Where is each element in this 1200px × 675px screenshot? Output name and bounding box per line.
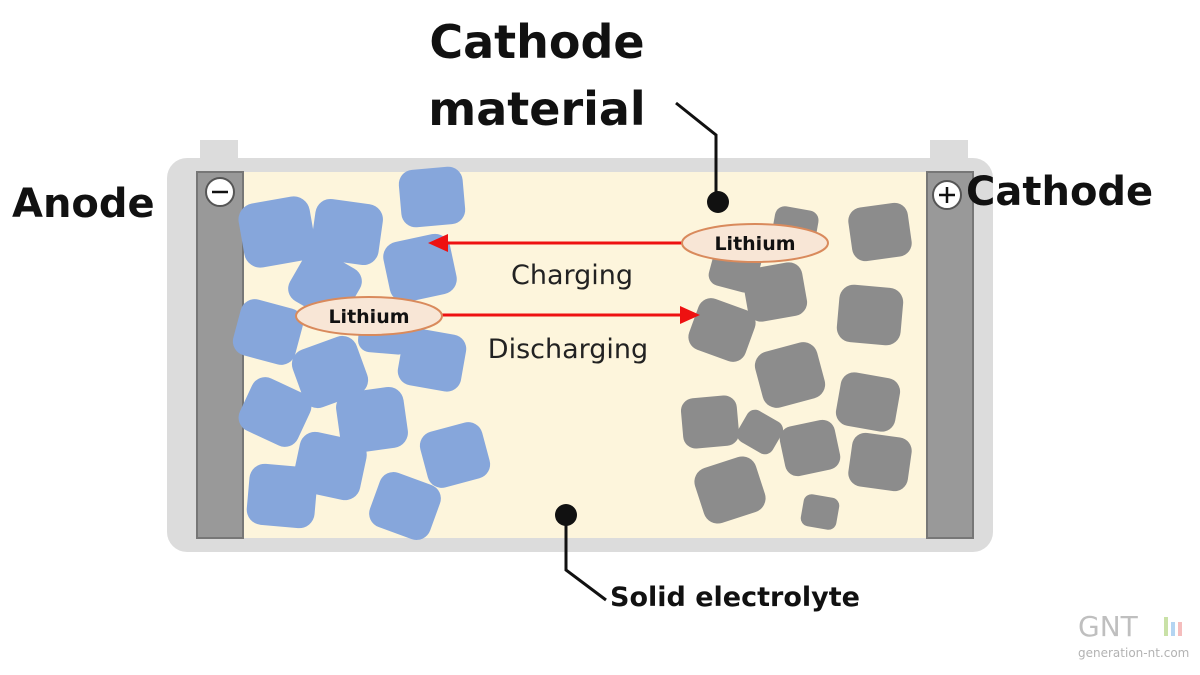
anode-particle [398, 166, 466, 228]
anode-particle [238, 196, 316, 268]
charging-label: Charging [511, 260, 633, 291]
anode-particle [311, 198, 383, 266]
cathode-material-pointer [675, 101, 729, 213]
charging-arrow [428, 234, 685, 252]
minus-icon [205, 177, 235, 207]
cathode-material-title-line1: Cathode [429, 15, 644, 69]
lithium-ion-top: Lithium [681, 223, 829, 263]
anode-particle [232, 299, 304, 365]
cathode-particle [742, 262, 808, 322]
watermark-logo-text: GNT [1078, 610, 1139, 643]
anode-particle [419, 422, 491, 488]
anode-particle [336, 386, 408, 454]
discharging-arrow [440, 306, 700, 324]
lithium-label: Lithium [714, 233, 795, 255]
cathode-particle [800, 494, 840, 530]
anode-particle [238, 377, 312, 447]
cathode-particle [694, 456, 766, 524]
anode-particle [369, 472, 441, 540]
cathode-particle [754, 342, 826, 408]
anode-particle [383, 233, 457, 303]
anode-label: Anode [12, 181, 155, 227]
lithium-ion-bottom: Lithium [295, 296, 443, 336]
cathode-label: Cathode [966, 169, 1153, 215]
anode-particle [291, 335, 369, 409]
plus-icon [932, 180, 962, 210]
cathode-particle [848, 432, 912, 492]
discharging-label: Discharging [488, 334, 648, 365]
cathode-particle [688, 298, 756, 362]
anode-particle [397, 328, 467, 392]
electrolyte-pointer [555, 504, 607, 602]
cathode-material-title-line2: material [428, 82, 645, 136]
cathode-particle [779, 419, 841, 477]
anode-plate [196, 171, 244, 539]
cathode-particle [680, 395, 740, 449]
cathode-particle [736, 409, 784, 455]
watermark-site-text: generation-nt.com [1078, 646, 1189, 660]
cathode-particle [835, 372, 901, 432]
gnt-watermark-logo: GNT generation-nt.com [1078, 610, 1189, 660]
cathode-particle [848, 202, 912, 262]
anode-particle [246, 463, 318, 529]
solid-electrolyte-label: Solid electrolyte [610, 582, 860, 613]
lithium-label: Lithium [328, 306, 409, 328]
cathode-plate [926, 171, 974, 539]
cathode-particle [836, 284, 904, 346]
